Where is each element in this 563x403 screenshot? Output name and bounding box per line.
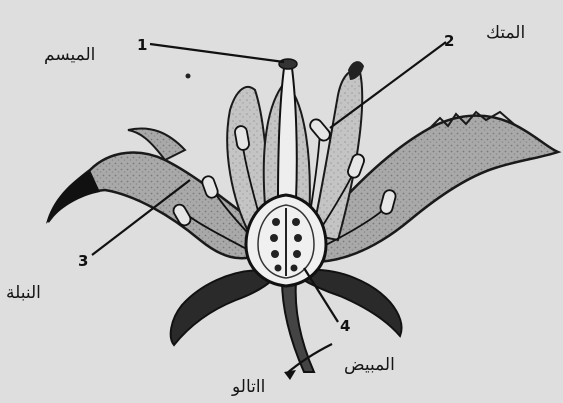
callout-number-3: 3 — [78, 252, 88, 270]
callout-number-2: 2 — [444, 32, 454, 50]
label-anther: المتك — [486, 23, 525, 43]
label-extra: ااتالو — [231, 377, 265, 397]
label-petal: النبلة — [6, 283, 41, 303]
callout-number-1: 1 — [137, 36, 147, 54]
label-stigma: الميسم — [44, 45, 95, 65]
stigma — [279, 59, 297, 69]
label-ovary: المبيض — [344, 355, 395, 375]
callout-number-4: 4 — [340, 317, 350, 335]
